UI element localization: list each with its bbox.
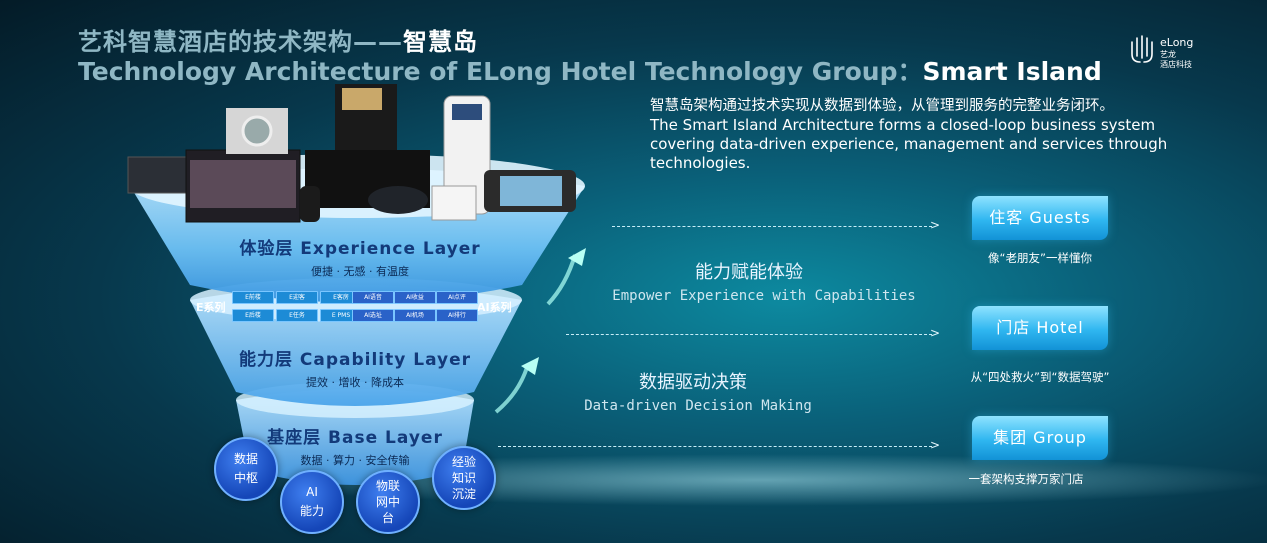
gamepad-device	[368, 186, 428, 214]
ai-series-tag: AI系列	[477, 301, 512, 314]
guests-sub: 像“老朋友”一样懂你	[988, 251, 1092, 265]
data-hub-circle: 数据 中枢	[214, 437, 278, 501]
ai-chip: AI收益	[394, 291, 436, 304]
base-layer-name: 基座层 Base Layer	[267, 428, 443, 448]
e-chip: E迎客	[276, 291, 318, 304]
intro-en: The Smart Island Architecture forms a cl…	[650, 116, 1168, 172]
arrow-right-icon: >	[930, 438, 941, 452]
experience-layer-sub: 便捷 · 无感 · 有温度	[311, 265, 409, 278]
intro-cn: 智慧岛架构通过技术实现从数据到体验，从管理到服务的完整业务闭环。	[650, 98, 1114, 114]
base-layer-sub: 数据 · 算力 · 安全传输	[300, 454, 410, 467]
ai-chip: AI语音	[352, 291, 394, 304]
elong-logo-icon	[1131, 35, 1153, 63]
arrow-right-icon: >	[930, 218, 941, 232]
data-driven-en: Data-driven Decision Making	[584, 398, 812, 414]
logo-line1: 艺龙	[1160, 50, 1176, 59]
page-title-en: Technology Architecture of ELong Hotel T…	[78, 52, 1102, 88]
iot-line1: 物联	[375, 479, 400, 493]
ai-chip: AI排行	[436, 309, 478, 322]
connector-hotel	[566, 334, 932, 335]
arrow-right-icon: >	[930, 326, 941, 340]
connector-group	[498, 446, 932, 447]
capability-layer-sub: 提效 · 增收 · 降成本	[306, 376, 404, 389]
knowledge-circle: 经验 知识 沉淀	[432, 446, 496, 510]
floor-glow	[240, 454, 1267, 506]
title-cn-prefix: 艺科智慧酒店的技术架构——	[78, 28, 403, 56]
ai-chip: AI机场	[394, 309, 436, 322]
ai-power-line1: AI	[306, 485, 318, 499]
empower-en: Empower Experience with Capabilities	[612, 288, 916, 304]
e-series-tag: E系列	[196, 301, 226, 314]
knowledge-line3: 沉淀	[451, 487, 476, 501]
pos-screen	[500, 176, 562, 206]
iot-line3: 台	[381, 511, 394, 525]
upward-arrow-upper-head	[568, 248, 586, 266]
experience-layer-label: 体验层 Experience Layer 便捷 · 无感 · 有温度	[210, 234, 510, 279]
data-driven-caption: 数据驱动决策 Data-driven Decision Making	[528, 368, 868, 414]
upward-arrow-lower-head	[521, 357, 539, 375]
logo-line2: 酒店科技	[1160, 60, 1192, 69]
title-en-prefix: Technology Architecture of ELong Hotel T…	[78, 57, 923, 86]
iot-platform-circle: 物联 网中 台	[356, 470, 420, 534]
empower-cn: 能力赋能体验	[695, 262, 803, 283]
ai-chip: AI选址	[352, 309, 394, 322]
knowledge-line2: 知识	[451, 471, 476, 485]
washer-door	[241, 115, 273, 147]
group-pill: 集团 Group	[972, 416, 1108, 460]
elong-logo: eLong 艺龙 酒店科技	[1128, 34, 1208, 74]
capability-layer-label: 能力层 Capability Layer 提效 · 增收 · 降成本	[200, 345, 510, 390]
guests-pill: 住客 Guests	[972, 196, 1108, 240]
title-en-highlight: Smart Island	[922, 57, 1102, 86]
smart-devices-group	[127, 84, 576, 223]
connector-guests	[612, 226, 932, 227]
e-chip: E后楼	[232, 309, 274, 322]
card-reader-device	[431, 185, 477, 221]
e-chip: E任务	[276, 309, 318, 322]
switch-panel-device	[127, 156, 187, 194]
empower-caption: 能力赋能体验 Empower Experience with Capabilit…	[584, 258, 944, 304]
group-sub: 一套架构支撑万家门店	[968, 472, 1084, 486]
data-hub-line1: 数据	[233, 452, 258, 466]
data-driven-cn: 数据驱动决策	[639, 372, 747, 393]
data-hub-line2: 中枢	[233, 471, 258, 485]
ai-chip: AI点评	[436, 291, 478, 304]
robot-display	[452, 104, 482, 120]
knowledge-line1: 经验	[451, 455, 476, 469]
kiosk-screen	[342, 88, 382, 110]
page-title-cn: 艺科智慧酒店的技术架构——智慧岛	[78, 22, 478, 57]
base-layer-label: 基座层 Base Layer 数据 · 算力 · 安全传输	[220, 423, 490, 468]
monitor-screen	[190, 160, 296, 208]
speaker-device	[300, 186, 320, 222]
logo-name: eLong	[1160, 36, 1194, 49]
e-chip: E前楼	[232, 291, 274, 304]
iot-line2: 网中	[375, 495, 400, 509]
hotel-pill: 门店 Hotel	[972, 306, 1108, 350]
title-cn-highlight: 智慧岛	[403, 28, 478, 56]
capability-layer-name: 能力层 Capability Layer	[238, 350, 472, 370]
experience-layer-name: 体验层 Experience Layer	[239, 239, 481, 259]
hotel-sub: 从“四处救火”到“数据驾驶”	[970, 370, 1110, 384]
ai-power-circle: AI 能力	[280, 470, 344, 534]
upward-arrow-upper	[546, 254, 577, 306]
intro-text: 智慧岛架构通过技术实现从数据到体验，从管理到服务的完整业务闭环。 The Sma…	[650, 97, 1210, 173]
ai-power-line2: 能力	[299, 504, 324, 518]
